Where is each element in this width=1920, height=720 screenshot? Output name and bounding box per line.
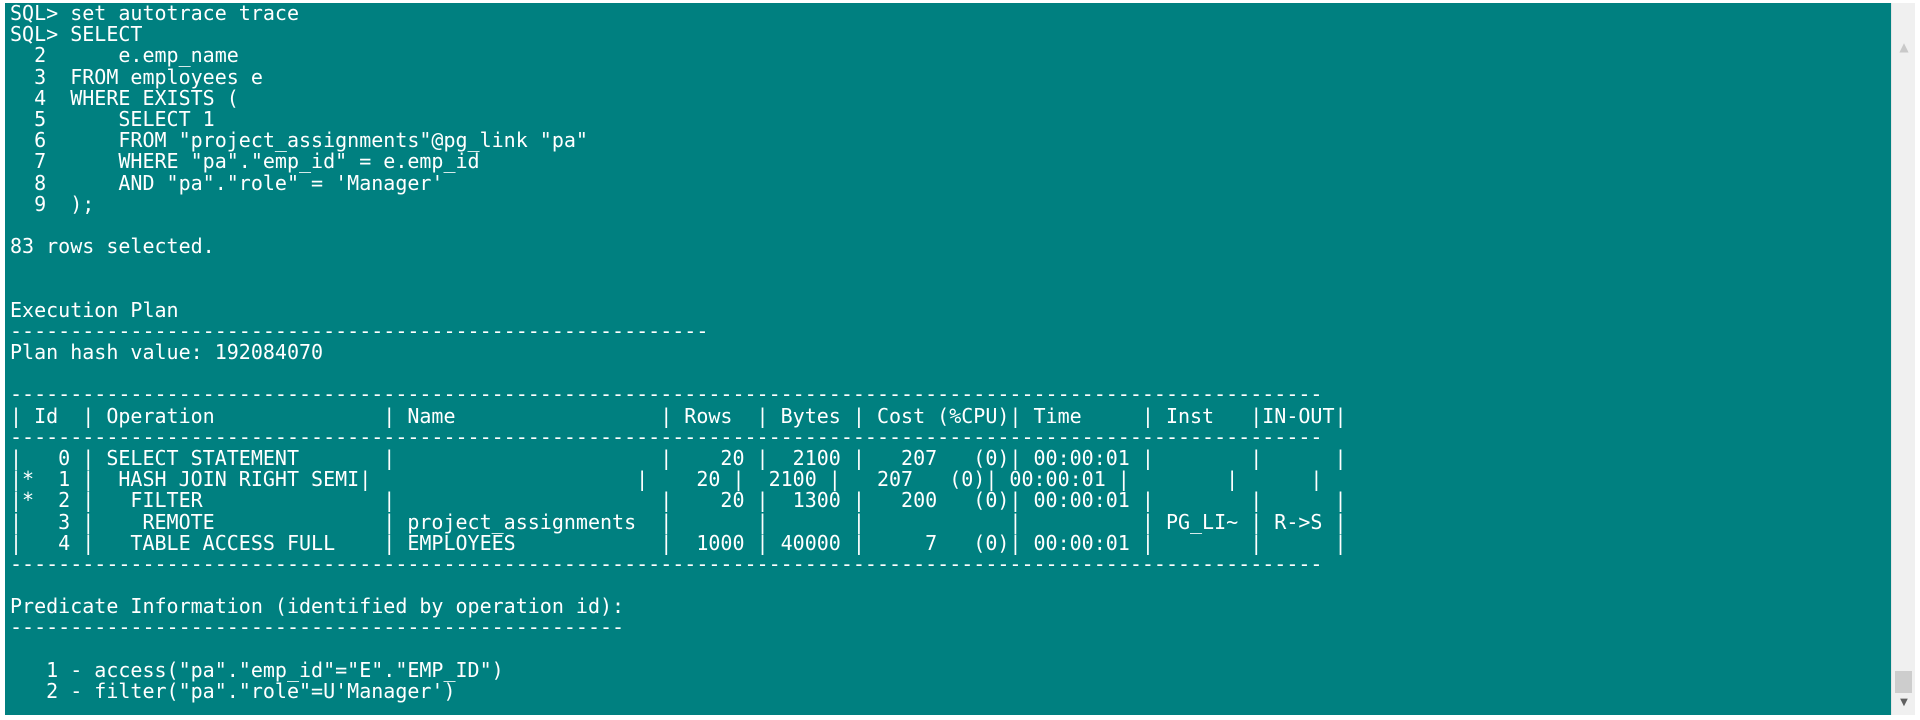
console-line: 83 rows selected. <box>10 234 215 259</box>
console-line: ----------------------------------------… <box>10 382 1323 407</box>
console-line <box>10 363 1347 384</box>
console-line: | 3 | REMOTE | project_assignments | | |… <box>10 509 1347 534</box>
console-line: 4 WHERE EXISTS ( <box>10 85 239 110</box>
console-line: 6 FROM "project_assignments"@pg_link "pa… <box>10 128 588 153</box>
vertical-scrollbar[interactable]: ▲ ▼ <box>1891 3 1915 715</box>
console-line: 2 - filter("pa"."role"=U'Manager') <box>10 679 456 703</box>
console-line <box>10 639 1347 660</box>
console-line: SQL> SELECT <box>10 22 143 47</box>
chevron-down-icon[interactable]: ▼ <box>1900 697 1908 708</box>
console-line: 9 ); <box>10 191 95 216</box>
console-line <box>10 575 1347 596</box>
console-line: Predicate Information (identified by ope… <box>10 594 625 619</box>
console-line: ----------------------------------------… <box>10 551 1323 576</box>
console-line: ----------------------------------------… <box>10 318 709 343</box>
console-line <box>10 215 1347 236</box>
console-line: | Id | Operation | Name | Rows | Bytes |… <box>10 403 1347 428</box>
console-line: 8 AND "pa"."role" = 'Manager' <box>10 170 444 195</box>
console-line: 3 FROM employees e <box>10 64 263 89</box>
console-line <box>10 278 1347 299</box>
console-line: 5 SELECT 1 <box>10 106 215 131</box>
console-line: Execution Plan <box>10 297 179 322</box>
console-line: ----------------------------------------… <box>10 424 1323 449</box>
scrollbar-thumb[interactable] <box>1895 671 1912 693</box>
console-line: 1 - access("pa"."emp_id"="E"."EMP_ID") <box>10 657 504 682</box>
console-line: |* 1 | HASH JOIN RIGHT SEMI| | 20 | 2100… <box>10 467 1323 492</box>
console-line: |* 2 | FILTER | | 20 | 1300 | 200 (0)| 0… <box>10 488 1347 513</box>
console-line: ----------------------------------------… <box>10 615 625 640</box>
console-line: Plan hash value: 192084070 <box>10 340 324 364</box>
chevron-up-icon[interactable]: ▲ <box>1899 40 1909 54</box>
console-line: | 0 | SELECT STATEMENT | | 20 | 2100 | 2… <box>10 445 1347 470</box>
console-line: | 4 | TABLE ACCESS FULL | EMPLOYEES | 10… <box>10 530 1347 555</box>
console-line: SQL> set autotrace trace <box>10 3 299 25</box>
console-line: 2 e.emp_name <box>10 43 239 68</box>
console-line: 7 WHERE "pa"."emp_id" = e.emp_id <box>10 149 480 174</box>
console-line <box>10 257 1347 278</box>
